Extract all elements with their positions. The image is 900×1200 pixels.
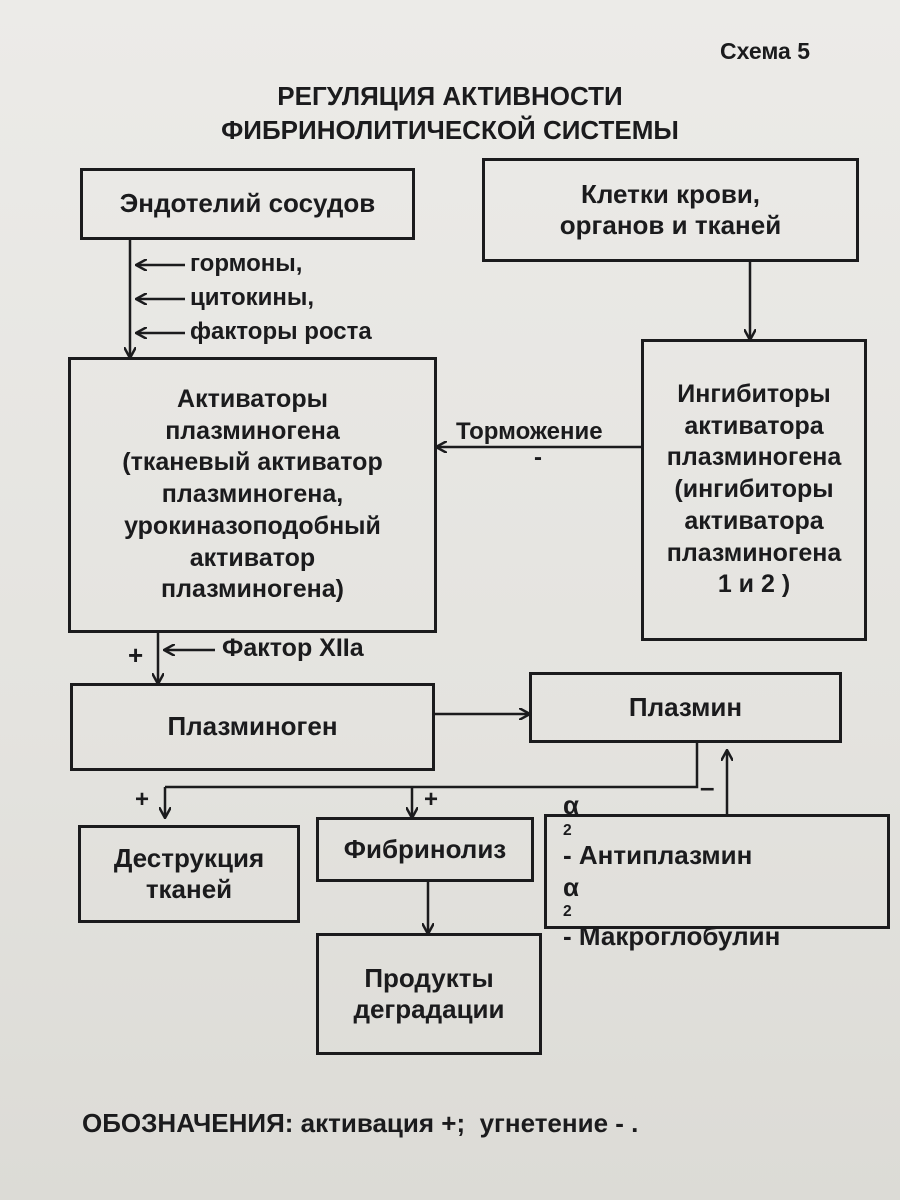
- sign-minus-plasmin: –: [700, 772, 715, 802]
- title-line-2: ФИБРИНОЛИТИЧЕСКОЙ СИСТЕМЫ: [221, 114, 679, 145]
- sign-plus-destruction: +: [135, 786, 150, 813]
- scheme-label: Схема 5: [720, 38, 811, 64]
- node-plasminogen: Плазминоген: [70, 683, 435, 771]
- node-fibrinolysis: Фибринолиз: [316, 817, 534, 882]
- sign-inhibition: -: [534, 444, 542, 471]
- sign-plus-fibrinolysis: +: [424, 786, 439, 813]
- legend: ОБОЗНАЧЕНИЯ: активация +; угнетение - .: [82, 1108, 639, 1138]
- node-inhibitors: Ингибиторы активатора плазминогена (инги…: [641, 339, 867, 641]
- node-plasmin: Плазмин: [529, 672, 842, 743]
- edge-plasmin-branch: [165, 743, 699, 789]
- node-activators: Активаторы плазминогена (тканевый актива…: [68, 357, 437, 633]
- label-factor-xiia: Фактор XIIа: [222, 634, 364, 662]
- node-endothelium: Эндотелий сосудов: [80, 168, 415, 240]
- label-hormones: гормоны,: [190, 250, 303, 277]
- node-degradation-products: Продукты деградации: [316, 933, 542, 1055]
- label-inhibition: Торможение: [456, 418, 603, 445]
- sign-plus-activators: +: [128, 640, 144, 670]
- label-growth-factors: факторы роста: [190, 318, 372, 345]
- title-line-1: РЕГУЛЯЦИЯ АКТИВНОСТИ: [277, 81, 623, 111]
- diagram-title: РЕГУЛЯЦИЯ АКТИВНОСТИ ФИБРИНОЛИТИЧЕСКОЙ С…: [150, 80, 750, 148]
- node-blood-cells: Клетки крови, органов и тканей: [482, 158, 859, 262]
- label-cytokines: цитокины,: [190, 284, 315, 311]
- node-tissue-destruction: Деструкция тканей: [78, 825, 300, 923]
